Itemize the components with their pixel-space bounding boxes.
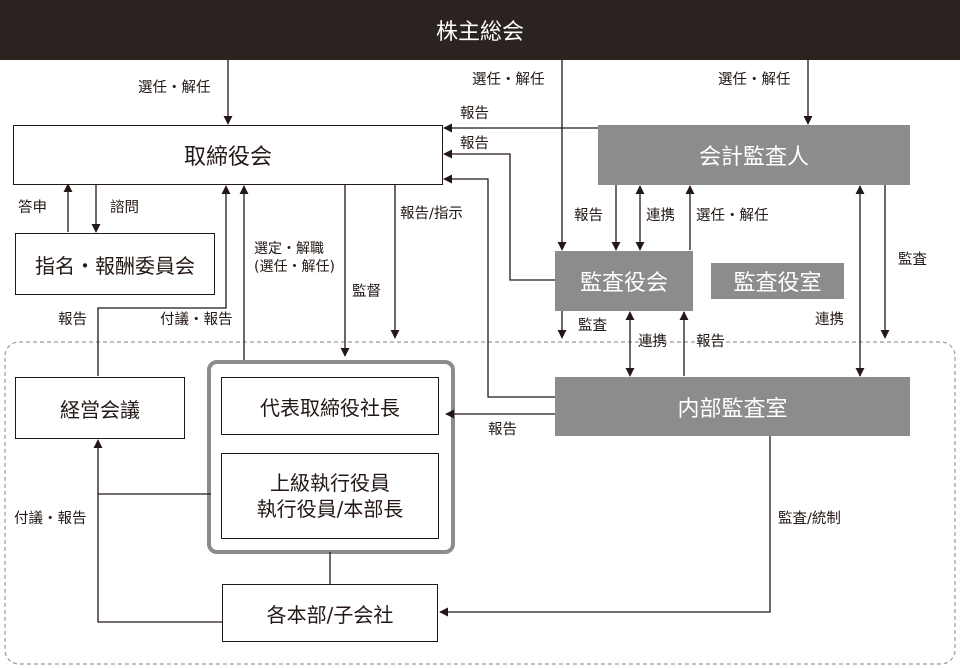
label-elect-dismiss-auditor-by-board: 選任・解任 — [696, 208, 769, 224]
external-auditor-label: 会計監査人 — [698, 145, 809, 170]
label-proposal-report-divisions: 付議・報告 — [14, 511, 87, 527]
label-elect-dismiss-audit-board: 選任・解任 — [472, 72, 545, 88]
audit-board: 監査役会 — [555, 251, 693, 311]
label-audit-control: 監査/統制 — [778, 511, 841, 527]
label-report-management-to-board: 報告 — [58, 312, 87, 328]
executive-officers-line1: 上級執行役員 — [270, 471, 390, 495]
management-meeting: 経営会議 — [15, 377, 185, 439]
label-elect-dismiss-auditor: 選任・解任 — [718, 72, 791, 88]
label-report-audit-board-to-board: 報告 — [460, 136, 489, 152]
label-cooperation-auditor-audit-board: 連携 — [646, 208, 675, 224]
executive-group-border — [207, 360, 455, 554]
external-auditor: 会計監査人 — [598, 125, 910, 185]
label-supervise: 監督 — [352, 284, 381, 300]
label-select-dismiss-line1: 選定・解職 — [254, 241, 324, 257]
divisions-subsidiaries-label: 各本部/子会社 — [266, 602, 394, 627]
nomination-committee: 指名・報酬委員会 — [15, 233, 215, 295]
label-report-internal-to-audit-board: 報告 — [696, 334, 725, 350]
shareholders-meeting: 株主総会 — [0, 0, 960, 60]
management-meeting-label: 経営会議 — [60, 397, 140, 422]
president: 代表取締役社長 — [221, 377, 439, 435]
divisions-subsidiaries: 各本部/子会社 — [222, 584, 438, 642]
internal-audit-office-label: 内部監査室 — [677, 396, 788, 422]
executive-officers-line2: 執行役員/本部長 — [256, 497, 404, 521]
audit-board-label: 監査役会 — [579, 271, 668, 296]
label-select-dismiss-line2: (選任・解任) — [254, 259, 335, 276]
label-report-auditor-to-board: 報告 — [460, 106, 489, 122]
audit-office-label: 監査役室 — [733, 271, 822, 296]
label-audit-by-auditor: 監査 — [898, 252, 927, 268]
label-cooperation-audit-board-internal: 連携 — [638, 334, 667, 350]
audit-office: 監査役室 — [711, 263, 844, 299]
executive-officers: 上級執行役員 執行役員/本部長 — [221, 453, 439, 539]
label-consult: 諮問 — [110, 200, 139, 216]
board-of-directors: 取締役会 — [13, 125, 443, 185]
label-select-dismiss: 選定・解職 (選任・解任) — [254, 240, 335, 276]
board-of-directors-label: 取締役会 — [183, 145, 272, 170]
nomination-committee-label: 指名・報酬委員会 — [35, 253, 195, 278]
label-answer: 答申 — [18, 200, 47, 216]
label-report-instruct: 報告/指示 — [400, 206, 463, 222]
president-label: 代表取締役社長 — [260, 395, 400, 420]
label-report-internal-to-president: 報告 — [488, 422, 517, 438]
label-cooperation-auditor-internal: 連携 — [815, 312, 844, 328]
shareholders-meeting-label: 株主総会 — [435, 20, 524, 45]
label-report-audit-board-to-auditor: 報告 — [574, 208, 603, 224]
label-audit-by-audit-board: 監査 — [578, 318, 607, 334]
label-proposal-report-executives: 付議・報告 — [160, 312, 233, 328]
label-elect-dismiss-board: 選任・解任 — [138, 80, 211, 96]
internal-audit-office: 内部監査室 — [555, 377, 910, 436]
